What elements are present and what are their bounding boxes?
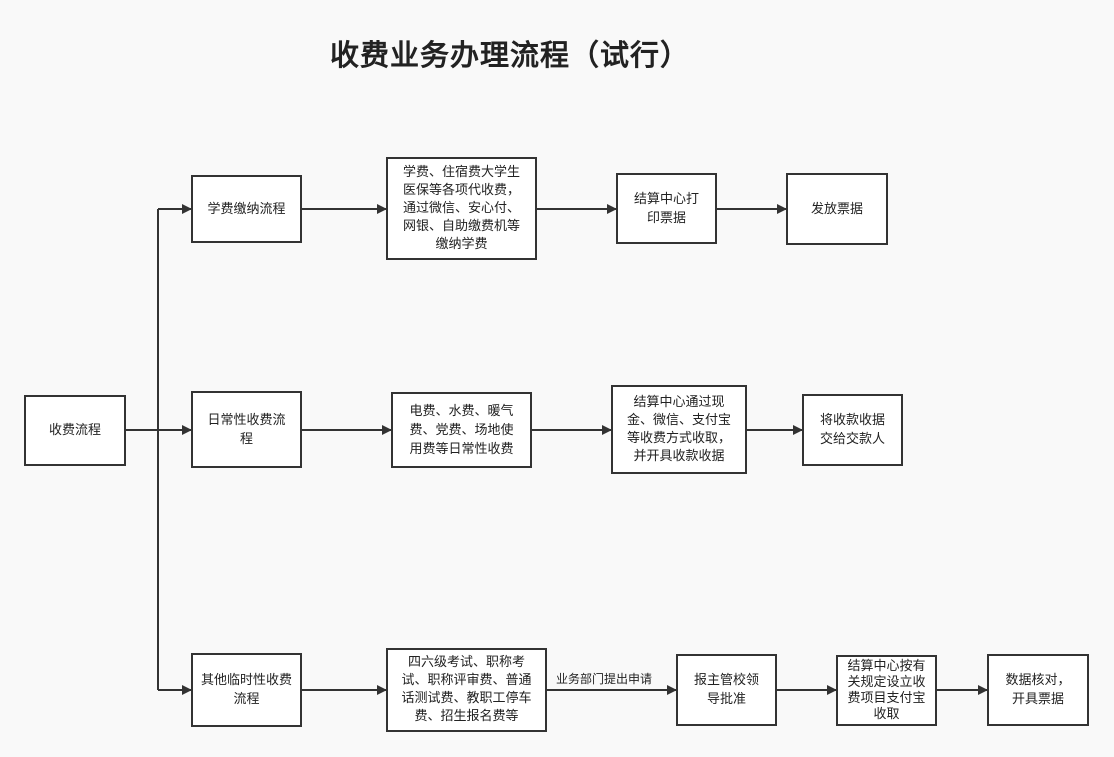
node-temporary-process: 其他临时性收费 流程 <box>191 653 302 727</box>
node-temporary-payment: 四六级考试、职称考 试、职称评审费、普通 话测试费、教职工停车 费、招生报名费等 <box>386 648 547 732</box>
diagram-title: 收费业务办理流程（试行） <box>329 38 690 72</box>
node-temporary-approval: 报主管校领 导批准 <box>676 654 777 726</box>
node-root: 收费流程 <box>24 395 126 466</box>
node-tuition-settlement: 结算中心打 印票据 <box>616 173 717 244</box>
node-daily-settlement: 结算中心通过现 金、微信、支付宝 等收费方式收取， 并开具收款收据 <box>611 385 747 474</box>
node-daily-process: 日常性收费流 程 <box>191 391 302 468</box>
node-tuition-process: 学费缴纳流程 <box>191 175 302 243</box>
edge-label-department-request: 业务部门提出申请 <box>556 671 653 687</box>
node-temporary-result: 数据核对， 开具票据 <box>987 654 1089 726</box>
node-daily-result: 将收款收据 交给交款人 <box>802 394 903 466</box>
node-tuition-result: 发放票据 <box>786 173 888 245</box>
node-daily-payment: 电费、水费、暖气 费、党费、场地使 用费等日常性收费 <box>391 392 532 468</box>
node-tuition-payment: 学费、住宿费大学生 医保等各项代收费， 通过微信、安心付、 网银、自助缴费机等 … <box>386 157 537 260</box>
node-temporary-settlement: 结算中心按有 关规定设立收 费项目支付宝 收取 <box>836 655 937 726</box>
